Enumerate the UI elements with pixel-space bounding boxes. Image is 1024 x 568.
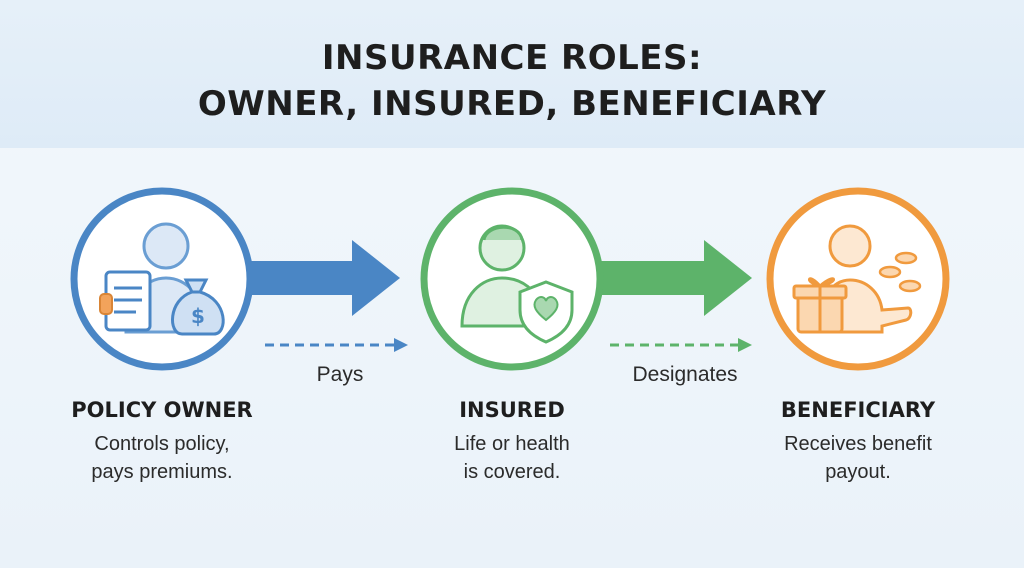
dashed-arrow-designates bbox=[610, 338, 752, 352]
person-document-moneybag-icon: $ bbox=[99, 222, 225, 336]
role-desc-line: payout. bbox=[825, 461, 891, 483]
role-desc-line: Life or health bbox=[454, 433, 570, 455]
role-name-policy-owner: POLICY OWNER bbox=[71, 398, 253, 422]
connector-label-designates: Designates bbox=[632, 363, 738, 386]
policy-owner-node: $ bbox=[70, 187, 254, 371]
title-line-2: OWNER, INSURED, BENEFICIARY bbox=[197, 84, 827, 124]
role-desc-line: is covered. bbox=[463, 461, 561, 483]
arrow-insured-to-beneficiary bbox=[592, 240, 752, 316]
person-gift-coins-icon bbox=[792, 224, 922, 334]
role-name-beneficiary: BENEFICIARY bbox=[780, 398, 936, 422]
role-desc-policy-owner: Controls policy, pays premiums. bbox=[52, 430, 272, 486]
dashed-arrow-pays bbox=[265, 338, 408, 352]
title-line-1: INSURANCE ROLES: bbox=[321, 38, 703, 78]
connector-label-pays: Pays bbox=[316, 363, 364, 386]
role-name-insured: INSURED bbox=[459, 398, 565, 422]
insured-node bbox=[420, 187, 604, 371]
role-desc-beneficiary: Receives benefit payout. bbox=[748, 430, 968, 486]
role-desc-insured: Life or health is covered. bbox=[402, 430, 622, 486]
role-desc-line: pays premiums. bbox=[91, 461, 233, 483]
role-desc-line: Controls policy, bbox=[94, 433, 230, 455]
svg-text:$: $ bbox=[191, 304, 205, 328]
beneficiary-node bbox=[766, 187, 950, 371]
role-desc-line: Receives benefit bbox=[784, 433, 932, 455]
person-heart-shield-icon bbox=[460, 224, 574, 344]
arrow-owner-to-insured bbox=[240, 240, 400, 316]
title-banner: INSURANCE ROLES: OWNER, INSURED, BENEFIC… bbox=[0, 0, 1024, 148]
